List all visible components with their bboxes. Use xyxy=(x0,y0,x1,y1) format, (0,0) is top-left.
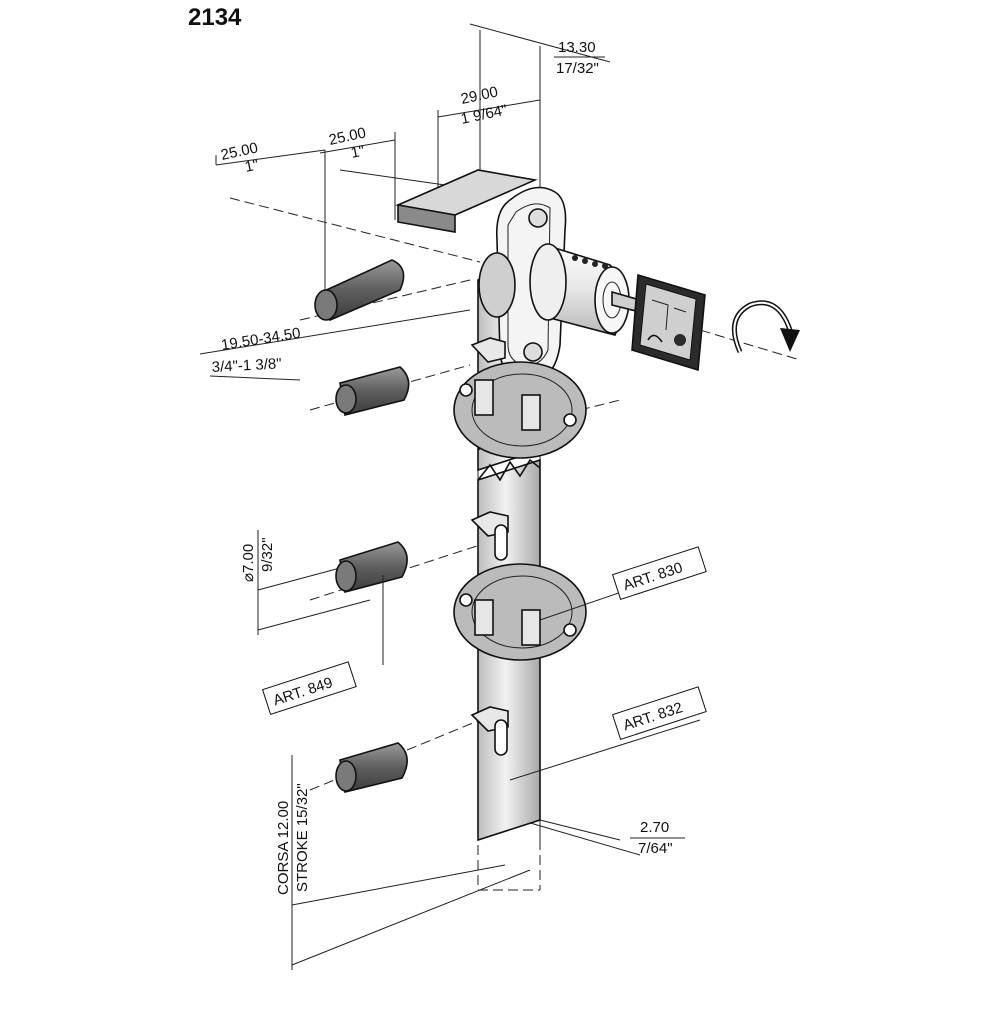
art-849-box: ART. 849 xyxy=(261,661,357,715)
rod-hooks xyxy=(470,337,509,756)
pin-2 xyxy=(335,366,410,416)
art-832-box: ART. 832 xyxy=(611,686,707,740)
top-bracket xyxy=(395,169,538,233)
key-icon xyxy=(611,273,706,372)
dim-25-left-in: 1" xyxy=(243,156,260,175)
dim-2-70-mm: 2.70 xyxy=(640,819,669,836)
dim-25-right-in: 1" xyxy=(349,142,366,161)
dim-stroke-in: STROKE 15/32" xyxy=(294,783,311,892)
dim-2-70-in: 7/64" xyxy=(638,840,673,857)
dim-diameter-mm: ⌀7.00 xyxy=(240,544,257,582)
pin-1 xyxy=(314,259,405,322)
dimension-labels: 25.00 1" 25.00 1" 29.00 1 9/64" 13.30 17… xyxy=(211,39,685,895)
dimension-lines xyxy=(199,23,641,970)
dim-13-in: 17/32" xyxy=(556,60,599,77)
guide-plate-upper xyxy=(453,361,587,459)
dim-stroke-mm: CORSA 12.00 xyxy=(275,801,292,895)
dim-diameter-in: 9/32" xyxy=(259,537,276,572)
pin-3 xyxy=(335,541,408,593)
dim-13-mm: 13.30 xyxy=(558,39,596,56)
rotation-arrow-icon xyxy=(731,300,800,354)
guide-plate-lower xyxy=(453,563,587,661)
art-830-box: ART. 830 xyxy=(611,546,707,600)
catch-pins xyxy=(314,259,410,793)
drawing-title: 2134 xyxy=(188,4,242,31)
dim-range-in: 3/4"-1 3/8" xyxy=(211,355,282,376)
pin-4 xyxy=(335,742,408,793)
dim-range-mm: 19.50-34.50 xyxy=(220,325,302,354)
